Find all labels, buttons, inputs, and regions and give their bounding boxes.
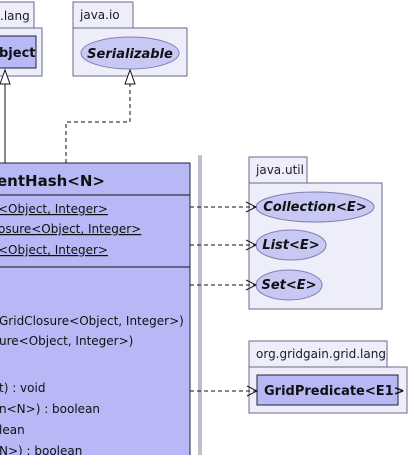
static-member-1: <Object, Integer> <box>0 202 108 216</box>
package-tab <box>248 156 308 184</box>
implements-line <box>65 84 131 163</box>
object-class-label: bject <box>0 46 36 61</box>
dependency-set-arrow <box>190 279 258 291</box>
package-tab <box>248 340 388 368</box>
main-class[interactable]: entHash<N> <Object, Integer> osure<Objec… <box>0 155 202 455</box>
dependency-arrowhead <box>246 385 259 397</box>
method-1: GridClosure<Object, Integer>) <box>0 314 184 328</box>
package-java-io: java.io Serializable <box>72 1 188 77</box>
set-label: Set<E> <box>261 278 316 293</box>
list-label: List<E> <box>262 238 319 253</box>
package-java-lang: .lang bject <box>0 1 43 77</box>
package-tab <box>0 1 35 29</box>
package-label: java.util <box>255 163 304 177</box>
dependency-grid-predicate-arrow <box>190 385 259 397</box>
package-java-util: java.util Collection<E> List<E> Set<E> <box>248 156 383 310</box>
method-3: t) : void <box>0 381 45 395</box>
extends-object-arrow <box>0 68 11 163</box>
package-tab <box>72 1 134 29</box>
serializable-label: Serializable <box>87 47 173 62</box>
package-label: .lang <box>0 9 30 23</box>
method-5: lean <box>0 423 25 437</box>
package-gridgain-lang: org.gridgain.grid.lang GridPredicate<E1> <box>248 340 408 414</box>
class-shadow-right <box>198 155 202 455</box>
implements-serializable-arrow <box>65 68 136 163</box>
grid-predicate-class-box[interactable] <box>256 374 399 406</box>
dependency-list-arrow <box>190 239 258 251</box>
dependency-collection-arrow <box>190 201 258 213</box>
static-member-2: osure<Object, Integer> <box>0 222 141 236</box>
package-label: org.gridgain.grid.lang <box>256 347 386 361</box>
main-class-box[interactable] <box>0 162 191 455</box>
dependency-arrowhead <box>245 239 258 251</box>
implements-arrowhead <box>124 68 136 85</box>
method-6: N>) : boolean <box>0 444 82 455</box>
object-class-box[interactable] <box>0 35 37 69</box>
package-label: java.io <box>79 8 120 22</box>
method-2: ure<Object, Integer>) <box>0 334 133 348</box>
grid-predicate-label: GridPredicate<E1> <box>264 384 405 399</box>
extends-arrowhead <box>0 68 11 85</box>
collection-label: Collection<E> <box>263 200 366 215</box>
dependency-arrowhead <box>245 201 258 213</box>
dependency-arrowhead <box>245 279 258 291</box>
static-member-3: <Object, Integer> <box>0 243 108 257</box>
method-4: n<N>) : boolean <box>0 402 100 416</box>
main-class-title: entHash<N> <box>0 172 105 190</box>
